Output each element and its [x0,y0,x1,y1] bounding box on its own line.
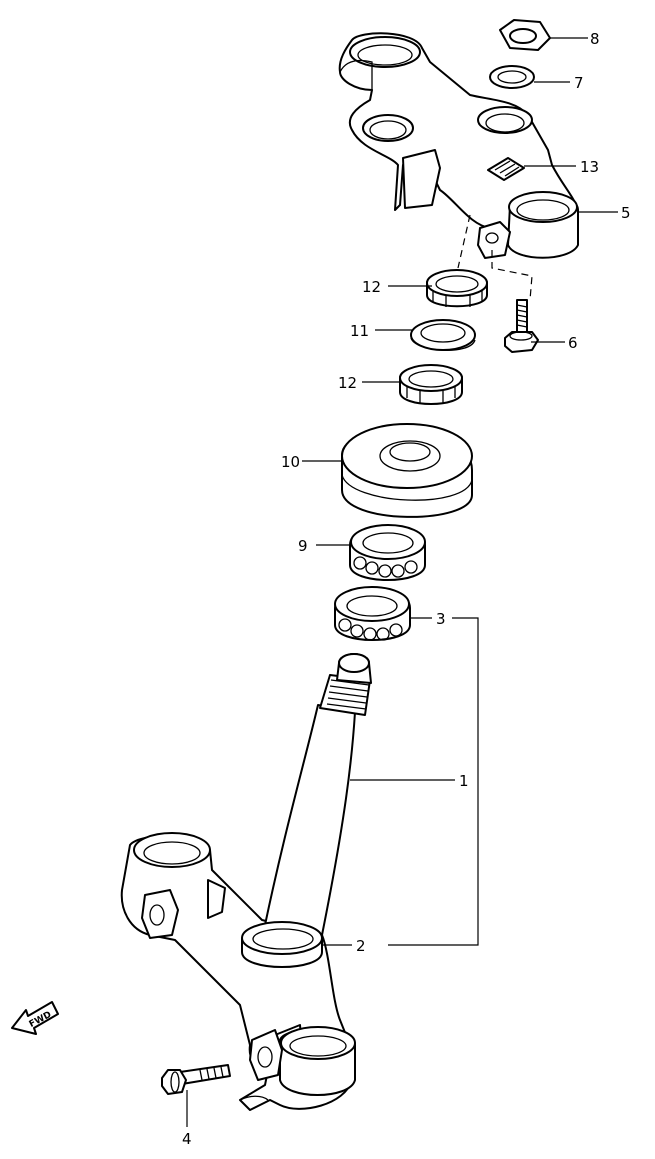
assembly-line-bolt [491,250,533,301]
dust-seal [341,423,473,518]
callout-label: 11 [350,322,369,340]
callout-label: 9 [298,537,308,555]
lower-bearing [334,586,411,641]
callout-label: 4 [182,1130,192,1148]
callout-label: 6 [568,334,578,352]
callout-label: 2 [356,937,366,955]
bearing-balls [338,618,403,641]
callout-label: 13 [580,158,599,176]
washer [489,65,535,89]
stem-nut [499,19,551,51]
callout-label: 12 [338,374,357,392]
emblem-badge [487,157,525,181]
callouts: 8 7 13 5 12 6 11 12 10 9 3 1 2 4 [182,30,631,1148]
upper-bearing [349,524,426,581]
callout-label: 5 [621,204,631,222]
callout-label: 1 [459,772,469,790]
callout-label: 7 [574,74,584,92]
lock-nut-lower [399,364,463,405]
lock-nut-upper [426,269,488,308]
upper-bracket [338,32,579,259]
leader-lines [186,37,618,1127]
forward-arrow-icon: FWD [11,1001,59,1035]
pinch-bolt [161,1064,231,1095]
callout-label: 12 [362,278,381,296]
callout-label: 10 [281,453,300,471]
steering-stem-shaft [241,653,372,968]
lower-bracket [120,832,356,1111]
assembly-line [457,214,471,269]
lock-washer [410,319,476,351]
bearing-balls [353,556,418,578]
callout-label: 8 [590,30,600,48]
bracket-bolt [504,299,539,353]
callout-label: 3 [436,610,446,628]
